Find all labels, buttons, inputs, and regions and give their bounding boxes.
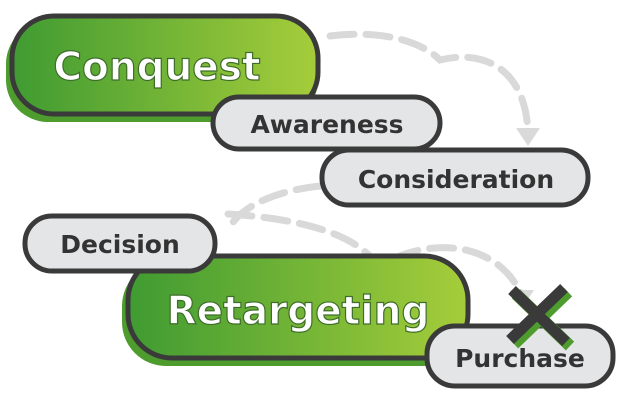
arrow-retargeting-to-purchase [391,244,526,300]
flow-arrows [224,30,532,300]
awareness-label: Awareness [250,110,403,139]
conquest-label: Conquest [53,45,260,90]
stage-decision: Decision [22,213,218,274]
arrow-decision-to-retargeting [224,210,379,266]
arrow-consideration-to-decision [224,182,324,234]
arrow-conquest-to-consideration [326,30,532,136]
consideration-label: Consideration [358,165,554,194]
consideration-pill [319,147,591,208]
retargeting-pill [125,253,471,361]
stage-awareness: Awareness [210,94,443,152]
decision-label: Decision [60,230,180,259]
awareness-pill [210,94,443,152]
conquest-pill [9,13,321,117]
cross-icon [506,284,575,351]
retargeting-label: Retargeting [167,289,430,334]
stage-consideration: Consideration [319,147,591,208]
arrowhead-consideration [516,128,540,146]
decision-pill [22,213,218,274]
stage-retargeting: Retargeting [122,253,471,366]
purchase-label: Purchase [455,344,585,373]
